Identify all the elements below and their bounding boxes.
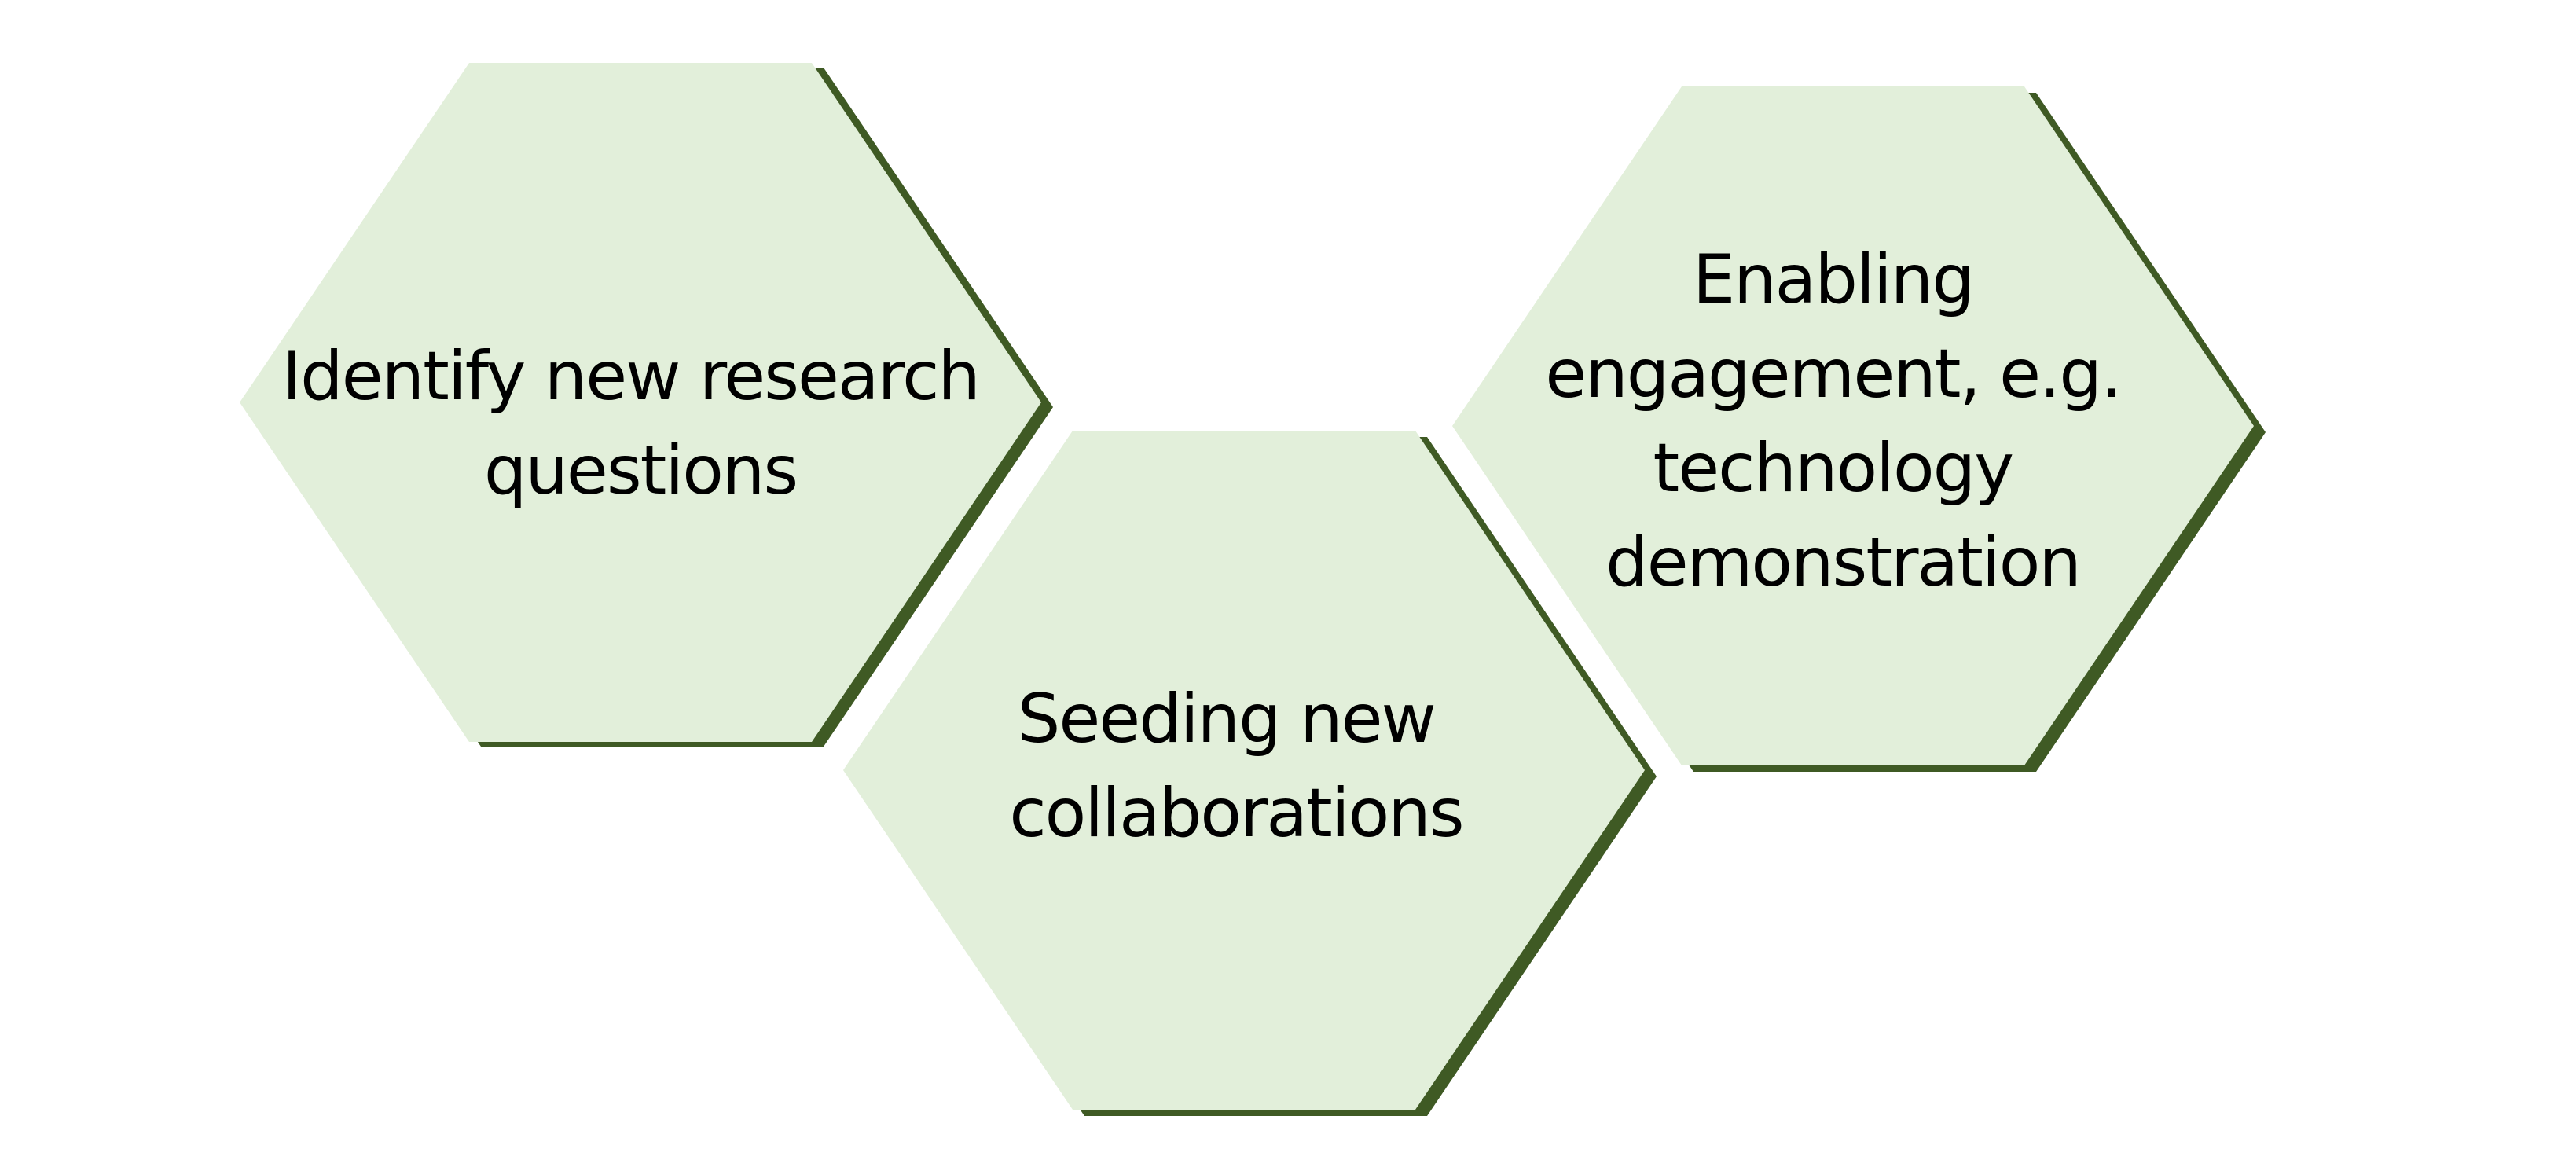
hexagon-identify-face xyxy=(240,63,1041,742)
hexagon-enabling-label: Enabling engagement, e.g. technology dem… xyxy=(1545,240,2140,602)
hexagon-enabling: Enabling engagement, e.g. technology dem… xyxy=(1452,86,2266,772)
hexagon-identify: Identify new research questions xyxy=(240,63,1053,747)
hexagon-identify-label: Identify new research questions xyxy=(282,337,999,510)
hexagon-seeding: Seeding new collaborations xyxy=(843,431,1657,1116)
hexagon-enabling-face xyxy=(1452,86,2254,765)
hexagon-seeding-line-1: Seeding new xyxy=(1018,680,1435,758)
hexagon-enabling-line-1: Enabling xyxy=(1693,240,1973,319)
hexagon-identify-line-1: Identify new research xyxy=(282,337,979,416)
hexagon-seeding-face xyxy=(843,431,1645,1110)
hexagon-enabling-line-4: demonstration xyxy=(1605,523,2080,602)
hexagon-seeding-line-2: collaborations xyxy=(1009,774,1462,853)
hexagon-seeding-label: Seeding new collaborations xyxy=(1009,680,1462,853)
hexagon-identify-line-2: questions xyxy=(484,431,797,510)
hexagon-enabling-line-2: engagement, e.g. xyxy=(1545,335,2120,413)
hexagon-enabling-line-3: technology xyxy=(1653,429,2013,508)
